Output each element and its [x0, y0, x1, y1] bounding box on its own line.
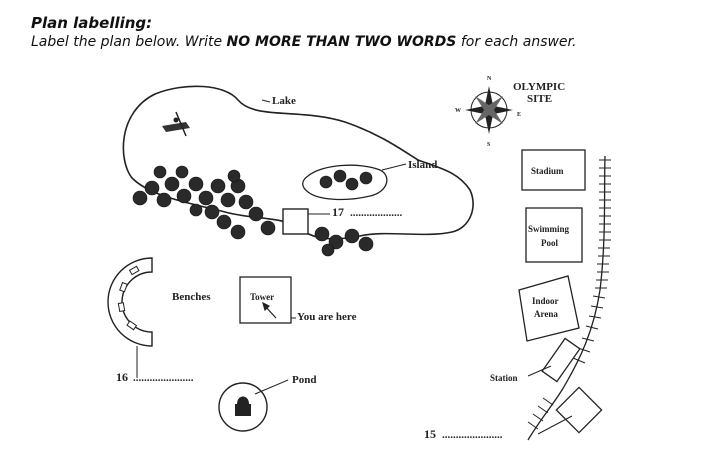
- blank-16-number: 16: [116, 370, 128, 384]
- blank-15-line[interactable]: ......................: [442, 429, 503, 441]
- island-outline: [302, 164, 388, 201]
- blank-16-line[interactable]: ......................: [133, 372, 194, 384]
- trees-island: [319, 169, 373, 191]
- instruction-post: for each answer.: [456, 34, 577, 50]
- compass-s: S: [487, 142, 491, 148]
- trees-lake-south: [314, 226, 374, 257]
- stadium-label: Stadium: [531, 166, 564, 176]
- you-are-here-label: You are here: [297, 311, 357, 323]
- stadium-building: [521, 149, 586, 191]
- benches-label: Benches: [172, 291, 211, 303]
- railway-line: [527, 155, 606, 441]
- blank-17-line[interactable]: ...................: [350, 207, 403, 219]
- indoor-label-2: Arena: [534, 309, 558, 319]
- instruction-bold: NO MORE THAN TWO WORDS: [226, 34, 457, 50]
- station-label: Station: [490, 373, 518, 383]
- boat-icon: [162, 111, 190, 137]
- island-label: Island: [408, 159, 437, 171]
- heading-title: Plan labelling:: [31, 14, 153, 32]
- site-title-1: OLYMPIC: [513, 81, 565, 93]
- tower-label: Tower: [250, 292, 274, 302]
- blank15-building: [555, 386, 603, 434]
- compass-e: E: [517, 112, 521, 118]
- tower-building: [239, 276, 292, 324]
- site-title-2: SITE: [527, 93, 552, 105]
- compass-w: W: [455, 108, 461, 114]
- swimming-pool-building: [525, 207, 583, 263]
- indoor-label-1: Indoor: [532, 296, 559, 306]
- instruction-text: Label the plan below. Write NO MORE THAN…: [31, 33, 711, 52]
- compass-icon: [465, 86, 513, 134]
- lake-square: [282, 208, 309, 235]
- blank-15-number: 15: [424, 427, 436, 441]
- railway-sleepers: [527, 159, 611, 430]
- compass-n: N: [487, 76, 492, 82]
- trees-left: [132, 165, 276, 240]
- lake-label: Lake: [272, 95, 296, 107]
- station-building: [541, 337, 581, 383]
- instruction-pre: Label the plan below. Write: [31, 34, 227, 50]
- indoor-arena-building: [518, 275, 580, 342]
- instructions-block: Plan labelling: Label the plan below. Wr…: [31, 14, 711, 58]
- swimming-label-2: Pool: [541, 238, 558, 248]
- blank-17-number: 17: [332, 205, 344, 219]
- arrow-icon: [262, 301, 277, 319]
- pond-label: Pond: [292, 374, 316, 386]
- swimming-label-1: Swimming: [528, 224, 570, 234]
- bench-blocks: [117, 265, 140, 331]
- fountain-icon: [235, 396, 251, 416]
